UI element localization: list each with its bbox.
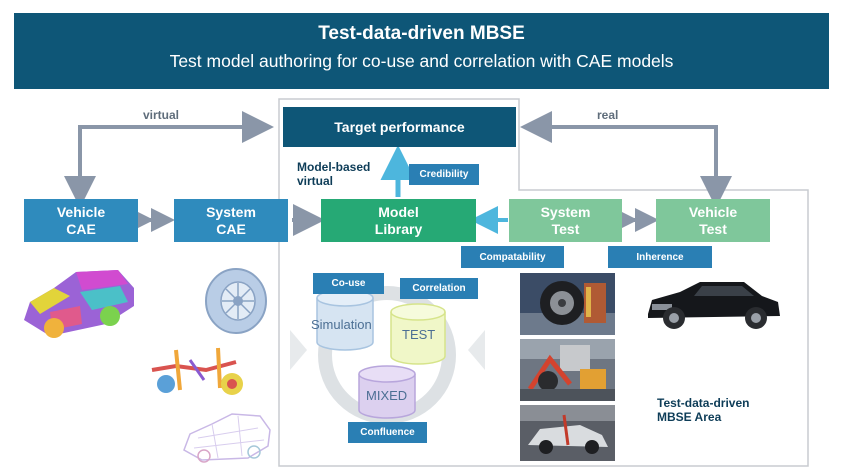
diagram-title: Test-data-driven MBSE — [318, 23, 525, 44]
diagram-subtitle: Test model authoring for co-use and corr… — [169, 51, 674, 71]
compatability-tag: Compatability — [461, 246, 564, 268]
real-label: real — [597, 108, 619, 122]
vehicle-test-photo — [520, 405, 615, 461]
vehicle-cae-box: Vehicle CAE — [24, 199, 138, 242]
right-chevron — [468, 330, 485, 370]
inherence-tag: Inherence — [608, 246, 712, 268]
model-based-virtual-label: Model-based virtual — [297, 160, 371, 188]
target-performance-box: Target performance — [283, 107, 516, 147]
model-library-box: Model Library — [321, 199, 476, 242]
test-label: TEST — [402, 327, 436, 342]
suspension-test-photo — [520, 339, 615, 401]
vehicle-photo — [648, 282, 780, 329]
correlation-tag: Correlation — [400, 278, 478, 299]
real-arrow — [520, 111, 718, 196]
system-test-box: System Test — [509, 199, 622, 242]
system-cae-box: System CAE — [174, 199, 288, 242]
co-use-tag: Co-use — [313, 273, 384, 294]
suspension-cae-model — [151, 347, 243, 395]
simulation-cylinder — [316, 289, 374, 351]
credibility-tag: Credibility — [409, 164, 479, 185]
mixed-cylinder — [358, 365, 416, 419]
confluence-cycle — [290, 286, 485, 424]
mixed-label: MIXED — [366, 388, 408, 403]
virtual-label: virtual — [143, 108, 180, 122]
tire-test-photo — [520, 273, 615, 335]
tire-cae-model — [205, 268, 267, 334]
vehicle-test-box: Vehicle Test — [656, 199, 770, 242]
wireframe-cae-model — [183, 413, 271, 463]
test-cylinder — [390, 303, 446, 365]
header-banner: Test-data-driven MBSE Test model authori… — [14, 13, 829, 89]
confluence-tag: Confluence — [348, 422, 427, 443]
simulation-label: Simulation — [311, 317, 372, 332]
virtual-arrow — [78, 111, 274, 196]
mbse-area-label: Test-data-driven MBSE Area — [657, 396, 750, 424]
left-chevron — [290, 330, 307, 370]
vehicle-cae-model — [24, 270, 134, 338]
